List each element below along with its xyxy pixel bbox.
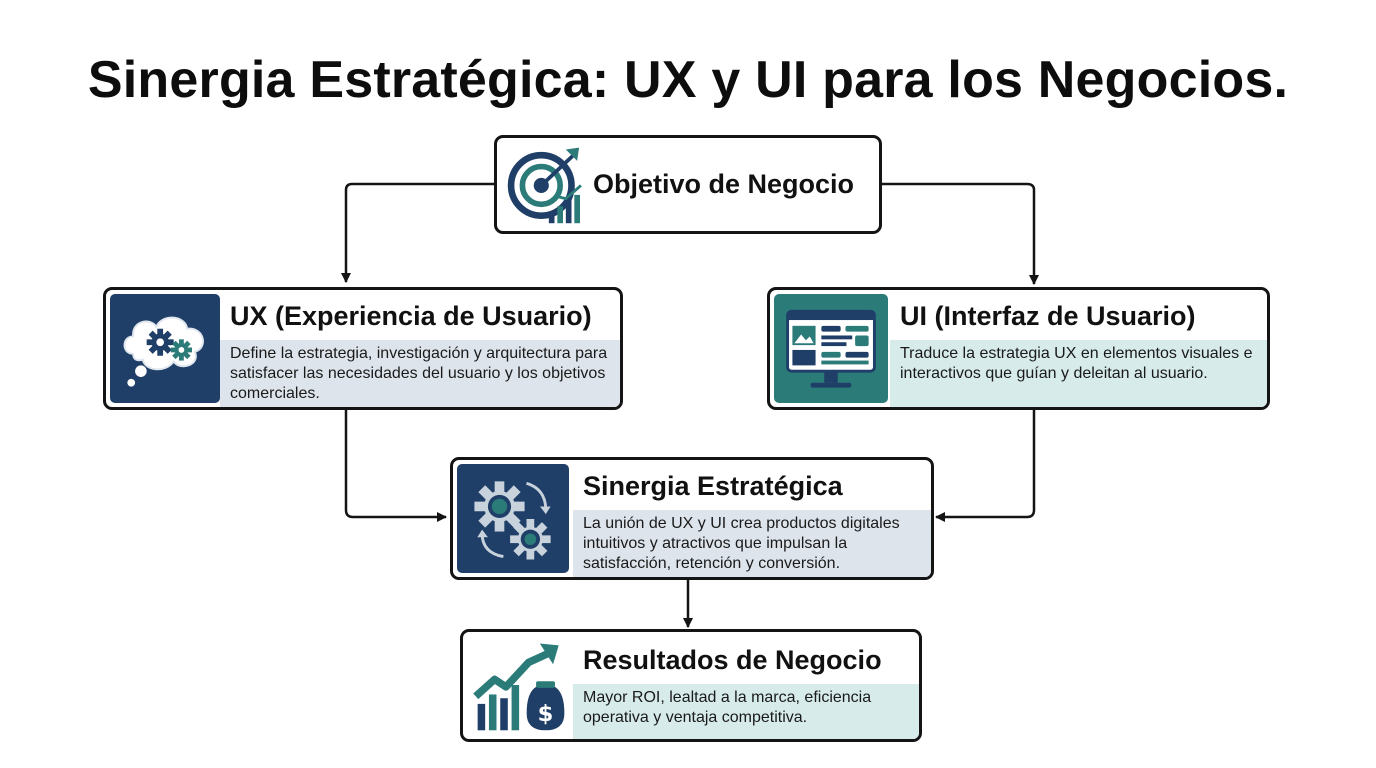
- thought-gears-icon: [110, 294, 220, 403]
- arrow-objetivo-to-ux: [341, 182, 495, 283]
- page-title: Sinergia Estratégica: UX y UI para los N…: [87, 51, 1289, 109]
- target-growth-icon: [503, 142, 589, 227]
- monitor-interface-icon: [774, 294, 888, 403]
- growth-money-icon: $: [467, 636, 575, 735]
- arrow-objetivo-to-ui: [881, 182, 1039, 285]
- ux-title: UX (Experiencia de Usuario): [230, 301, 592, 331]
- node-ux: UX (Experiencia de Usuario) Define la es…: [103, 287, 623, 410]
- ui-description: Traduce la estrategia UX en elementos vi…: [890, 340, 1267, 407]
- arrow-ux-to-sinergia: [344, 410, 447, 522]
- sinergia-description: La unión de UX y UI crea productos digit…: [573, 510, 931, 577]
- node-resultados-de-negocio: $ Resultados de Negocio Mayor ROI, lealt…: [460, 629, 922, 742]
- sinergia-title: Sinergia Estratégica: [583, 471, 843, 501]
- node-objetivo-de-negocio: Objetivo de Negocio: [494, 135, 882, 234]
- ui-title: UI (Interfaz de Usuario): [900, 301, 1196, 331]
- resultados-title: Resultados de Negocio: [583, 645, 882, 675]
- gears-cycle-icon: [457, 464, 569, 573]
- objetivo-title: Objetivo de Negocio: [593, 169, 855, 199]
- resultados-description: Mayor ROI, lealtad a la marca, eficienci…: [573, 684, 919, 739]
- node-ui: UI (Interfaz de Usuario) Traduce la estr…: [767, 287, 1270, 410]
- ux-description: Define la estrategia, investigación y ar…: [220, 340, 620, 407]
- node-sinergia-estrategica: Sinergia Estratégica La unión de UX y UI…: [450, 457, 934, 580]
- arrow-ui-to-sinergia: [935, 410, 1036, 522]
- svg-text:$: $: [538, 701, 554, 727]
